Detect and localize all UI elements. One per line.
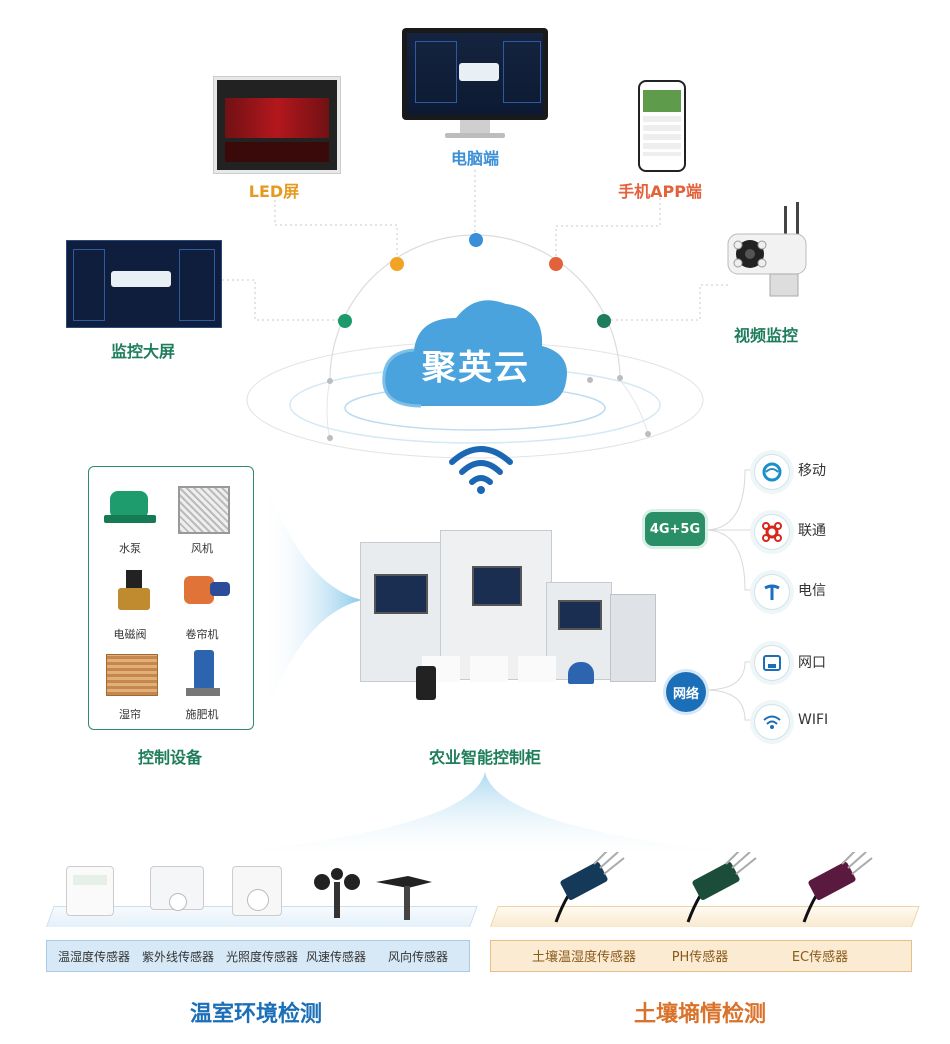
- network-badge-label: 网络: [672, 686, 699, 702]
- ph-sensor-image: [686, 852, 757, 923]
- curtain-motor-image: [178, 570, 230, 610]
- led-label: LED屏: [248, 182, 300, 201]
- device-label: 风机: [191, 542, 213, 555]
- wind-direction-sensor-image: [376, 876, 432, 920]
- carrier-label: 移动: [798, 463, 826, 479]
- fertilizer-machine-image: [186, 650, 220, 696]
- china-telecom-icon: [754, 574, 790, 610]
- light-sensor-image: [232, 866, 282, 916]
- mobile-badge: 4G+5G: [645, 512, 705, 546]
- led-screen-image: [214, 77, 340, 173]
- soil-sensor-bar: [490, 940, 912, 972]
- device-label: 电磁阀: [113, 628, 147, 641]
- soil-sensor-label: EC传感器: [791, 950, 849, 965]
- link-label: 网口: [798, 655, 826, 671]
- pc-label: 电脑端: [450, 149, 499, 168]
- video-label: 视频监控: [733, 326, 798, 345]
- phone-app-image: [638, 80, 686, 172]
- carrier-label: 电信: [798, 583, 826, 599]
- env-sensor-label: 风速传感器: [305, 950, 366, 964]
- pc-monitor-image: [402, 28, 548, 120]
- device-label: 湿帘: [119, 708, 141, 721]
- soil-sensor-label: PH传感器: [671, 950, 729, 965]
- cloud-title: 聚英云: [422, 348, 530, 388]
- big-screen-image: [66, 240, 222, 328]
- mobile-badge-label: 4G+5G: [649, 521, 701, 537]
- camera-image: [727, 202, 807, 297]
- device-label: 施肥机: [185, 708, 219, 721]
- soil-moisture-sensor-image: [554, 852, 625, 923]
- soil-title: 土壤墒情检测: [633, 1002, 766, 1027]
- network-badge: 网络: [666, 672, 706, 712]
- fan-image: [178, 486, 230, 534]
- env-sensor-label: 光照度传感器: [225, 950, 298, 964]
- device-label: 水泵: [119, 542, 141, 555]
- temp-humidity-sensor-image: [66, 866, 114, 916]
- soil-sensor-label: 土壤温湿度传感器: [531, 950, 636, 965]
- control-cabinet-image: [360, 530, 660, 710]
- link-label: WIFI: [798, 712, 829, 728]
- water-pump-image: [104, 485, 156, 527]
- env-sensor-bar: [46, 940, 470, 972]
- env-sensor-label: 温湿度传感器: [57, 950, 130, 964]
- wind-speed-sensor-image: [314, 868, 360, 918]
- device-label: 卷帘机: [185, 628, 219, 641]
- control-devices-title: 控制设备: [137, 748, 202, 767]
- wifi-small-icon: [754, 704, 790, 740]
- carrier-label: 联通: [798, 523, 826, 539]
- pc-base: [445, 133, 505, 138]
- env-sensor-label: 风向传感器: [387, 950, 448, 964]
- env-sensor-label: 紫外线传感器: [141, 950, 214, 964]
- solenoid-valve-image: [114, 570, 154, 614]
- china-mobile-icon: [754, 454, 790, 490]
- ethernet-icon: [754, 645, 790, 681]
- wet-curtain-image: [106, 654, 158, 696]
- uv-sensor-image: [150, 866, 204, 911]
- env-title: 温室环境检测: [189, 1002, 322, 1027]
- pc-stand: [460, 120, 490, 134]
- cloud-icon: [382, 300, 567, 408]
- wifi-icon: [449, 446, 513, 494]
- app-label: 手机APP端: [618, 182, 702, 201]
- china-unicom-icon: [754, 514, 790, 550]
- cabinet-title: 农业智能控制柜: [428, 748, 541, 767]
- ec-sensor-image: [802, 852, 873, 923]
- big-screen-label: 监控大屏: [110, 342, 175, 361]
